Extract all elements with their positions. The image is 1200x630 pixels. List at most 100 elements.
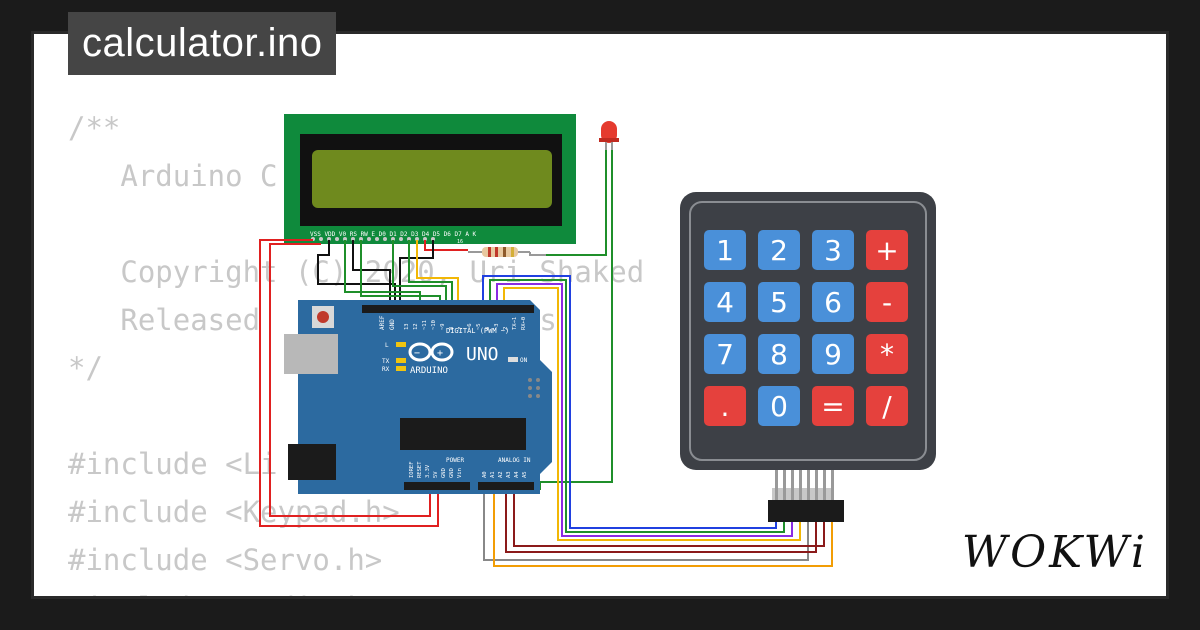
analog-header bbox=[478, 482, 534, 490]
wire-red-3 bbox=[424, 240, 468, 251]
brand-label: ARDUINO bbox=[410, 366, 448, 376]
analog-pin-label: A0 bbox=[482, 471, 488, 478]
digital-pin-label: ~6 bbox=[467, 323, 473, 330]
keypad-key[interactable]: 4 bbox=[704, 282, 746, 322]
digital-header bbox=[362, 305, 534, 313]
wire-yellow-kp bbox=[503, 287, 801, 541]
lcd-display[interactable]: VSS VDD V0 RS RW E D0 D1 D2 D3 D4 D5 D6 … bbox=[284, 114, 576, 245]
resistor[interactable] bbox=[468, 247, 530, 257]
keypad-key[interactable]: 7 bbox=[704, 334, 746, 374]
keypad-key-label: * bbox=[880, 338, 894, 371]
wire-green-1 bbox=[344, 240, 421, 305]
rx-led-label: RX bbox=[382, 366, 390, 373]
keypad-connector bbox=[768, 500, 844, 522]
keypad-key-label: - bbox=[882, 286, 892, 319]
keypad-key-label: / bbox=[882, 390, 892, 423]
analog-pin-label: A1 bbox=[490, 471, 496, 478]
digital-pin-label: 12 bbox=[413, 323, 419, 330]
power-jack bbox=[288, 444, 336, 480]
wire-red-1 bbox=[259, 239, 439, 527]
digital-pin-label: ~3 bbox=[494, 323, 500, 330]
keypad-key-label: + bbox=[875, 234, 898, 267]
wire-green-4 bbox=[408, 240, 453, 305]
digital-pin-label: 7 bbox=[458, 327, 464, 330]
project-title[interactable]: calculator.ino bbox=[68, 12, 337, 75]
wire-blue bbox=[482, 275, 777, 529]
keypad-key-label: 5 bbox=[770, 286, 788, 319]
keypad-key[interactable]: * bbox=[866, 334, 908, 374]
power-pin-label: 3.3V bbox=[425, 464, 431, 478]
power-pin-label: RESET bbox=[417, 461, 423, 478]
l-led-label: L bbox=[385, 342, 389, 349]
wire-brown2-kp bbox=[513, 490, 825, 547]
keypad-key-label: 6 bbox=[824, 286, 842, 319]
power-label: POWER bbox=[446, 457, 464, 464]
keypad-key-label: 4 bbox=[716, 286, 734, 319]
keypad-key-label: 9 bbox=[824, 338, 842, 371]
keypad-key[interactable]: 3 bbox=[812, 230, 854, 270]
model-label: UNO bbox=[466, 344, 499, 365]
wokwi-logo[interactable]: WOKWi bbox=[961, 527, 1148, 578]
keypad-key[interactable]: 9 bbox=[812, 334, 854, 374]
digital-label: DIGITAL (PWM ~) bbox=[446, 327, 509, 335]
power-pin-label: 5V bbox=[433, 471, 439, 478]
wire-orange-kp bbox=[493, 490, 833, 567]
digital-pin-label: ~9 bbox=[440, 323, 446, 330]
digital-pin-label: RX←0 bbox=[521, 317, 527, 330]
keypad-key[interactable]: / bbox=[866, 386, 908, 426]
keypad-key[interactable]: 0 bbox=[758, 386, 800, 426]
digital-pin-label: 8 bbox=[449, 327, 455, 330]
keypad-key[interactable]: - bbox=[866, 282, 908, 322]
analog-label: ANALOG IN bbox=[498, 457, 531, 464]
keypad-key-label: . bbox=[721, 390, 730, 423]
keypad-key-label: 3 bbox=[824, 234, 842, 267]
project-preview-card: /** Arduino C Copyright (C) 2020, Uri Sh… bbox=[34, 34, 1166, 596]
keypad-key[interactable]: = bbox=[812, 386, 854, 426]
keypad-key[interactable]: 5 bbox=[758, 282, 800, 322]
wire-yellow-2 bbox=[529, 252, 546, 256]
lcd-pin-count: 16 bbox=[457, 239, 463, 245]
wire-purple bbox=[496, 283, 793, 537]
digital-pin-label: ~5 bbox=[476, 323, 482, 330]
wire-red-2 bbox=[269, 243, 431, 517]
analog-pin-label: A5 bbox=[522, 471, 528, 478]
wire-led bbox=[546, 150, 607, 256]
atmega-chip bbox=[400, 418, 526, 450]
red-led[interactable] bbox=[599, 121, 619, 150]
power-pin-label: IOREF bbox=[409, 461, 415, 478]
digital-pin-label: ~10 bbox=[431, 320, 437, 330]
wires bbox=[259, 150, 833, 567]
power-pin-label: Vin bbox=[457, 468, 463, 478]
wire-yellow-1 bbox=[416, 240, 459, 305]
keypad-key-label: 1 bbox=[716, 234, 734, 267]
wire-brown-kp bbox=[505, 490, 817, 553]
wire-green-kp bbox=[489, 279, 785, 533]
keypad-key-label: 7 bbox=[716, 338, 734, 371]
keypad-key[interactable]: 1 bbox=[704, 230, 746, 270]
analog-pin-label: A4 bbox=[514, 471, 520, 478]
keypad-key[interactable]: . bbox=[704, 386, 746, 426]
on-led-label: ON bbox=[520, 357, 528, 364]
wire-black-1 bbox=[317, 240, 396, 305]
digital-pin-label: TX→1 bbox=[512, 317, 518, 330]
tx-led-label: TX bbox=[382, 358, 390, 365]
wire-green-3 bbox=[392, 240, 447, 305]
keypad-key[interactable]: 2 bbox=[758, 230, 800, 270]
wire-gray-kp bbox=[483, 490, 809, 561]
power-pin-label: GND bbox=[449, 468, 455, 478]
power-pin-label: GND bbox=[441, 468, 447, 478]
keypad-key[interactable]: + bbox=[866, 230, 908, 270]
aref-label: AREF bbox=[379, 315, 386, 330]
keypad-key-label: = bbox=[821, 390, 844, 423]
power-header bbox=[404, 482, 470, 490]
svg-text:−: − bbox=[414, 348, 420, 359]
keypad-key[interactable]: 8 bbox=[758, 334, 800, 374]
analog-pin-label: A2 bbox=[498, 471, 504, 478]
wire-black-2 bbox=[352, 240, 391, 305]
keypad-key[interactable]: 6 bbox=[812, 282, 854, 322]
